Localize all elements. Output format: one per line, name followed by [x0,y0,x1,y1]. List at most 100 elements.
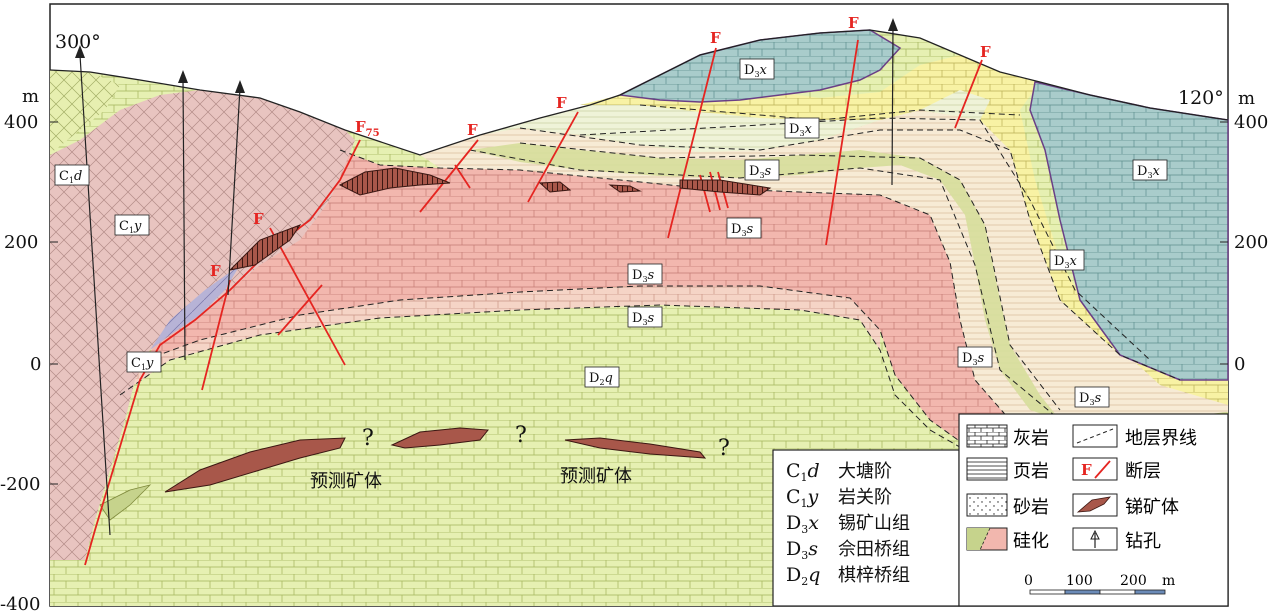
unit-right: m [1238,88,1255,109]
stratum-label-c1y: C1y [114,214,150,236]
fault-label-f75: F75 [355,118,380,139]
legend-shale: 页岩 [1013,461,1049,482]
c1d-unit [50,70,120,152]
stratum-label-d3s: D3s [957,346,993,368]
scale-200: 200 [1120,573,1147,589]
predicted-ore-label: 预测矿体 [310,471,382,492]
fault-5 [527,111,579,203]
legend-sandstone: 砂岩 [1013,497,1049,518]
legend-limestone-swatch [966,424,1008,448]
fault-label: F [556,94,567,112]
rtick-400: 400 [1234,112,1268,133]
stratum-label-d3x: D3x [784,117,820,139]
stratum-label-d3s: D3s [627,306,663,328]
svg-text:D3s: D3s [632,268,655,284]
svg-text:D3s: D3s [962,351,985,367]
question-mark: ? [362,426,374,451]
svg-text:棋梓桥组: 棋梓桥组 [838,565,910,586]
scale-unit: m [1162,573,1175,589]
svg-text:D2q: D2q [589,371,613,387]
fault-1 [269,227,346,366]
fault-label: F [210,262,221,280]
svg-text:锡矿山组: 锡矿山组 [838,513,910,534]
svg-text:C1y: C1y [119,219,142,235]
stratum-label-d2q: D2q [584,366,620,388]
svg-text:D3s: D3s [786,538,818,562]
svg-text:岩关阶: 岩关阶 [838,487,892,508]
svg-text:D3x: D3x [744,63,768,79]
fault-label: F [253,210,264,228]
legend-fault: 断层 [1125,461,1161,482]
unit-left: m [22,86,39,107]
legend-boundary-swatch [1072,424,1118,448]
fault-label: F [848,14,859,32]
predicted-ore-bodies [164,427,707,493]
legend-limestone: 灰岩 [1013,428,1049,449]
svg-text:大塘阶: 大塘阶 [838,461,892,482]
d3x-shale-band [480,90,990,152]
stratum-label-d3s: D3s [744,159,780,181]
tick-200: 200 [4,232,38,253]
svg-text:D3s: D3s [632,311,655,327]
legend-stratum-row: D3s 佘田桥组 [786,538,910,562]
fault-4 [419,139,479,213]
tick-neg200: -200 [0,474,40,495]
legend-drill: 钻孔 [1125,531,1161,552]
fault-2 [201,279,231,391]
question-mark: ? [515,423,527,448]
legend-fault-swatch: F [1072,457,1118,481]
svg-text:D3s: D3s [731,222,754,238]
d3s-light-band [120,286,880,395]
stratum-labels: C1dC1yC1yD3xD3xD3xD3xD3sD3sD3sD3sD3sD3sD… [54,58,1168,408]
tick-neg400: -400 [0,594,40,612]
svg-text:D3s: D3s [749,164,772,180]
scale-100: 100 [1066,573,1093,589]
bearing-left: 300° [55,31,101,53]
scale-0: 0 [1024,573,1033,589]
fault-7 [825,39,859,246]
legend-stratum-row: D3x 锡矿山组 [786,512,910,536]
bearing-right: 120° [1178,87,1224,109]
svg-text:佘田桥组: 佘田桥组 [838,539,910,560]
tick-400: 400 [4,112,38,133]
svg-text:C1y: C1y [786,486,819,510]
legend-silicification-swatch [966,527,1008,551]
stratum-boundaries [119,104,1181,451]
fault-8 [954,59,983,129]
ore-bodies [228,167,772,271]
legend-sandstone-swatch [966,493,1008,517]
svg-text:C1d: C1d [59,169,82,185]
stratum-label-d3x: D3x [1132,159,1168,181]
stratum-label-d3s: D3s [726,217,762,239]
d3s-pink-band [145,150,1040,450]
legend-ore: 锑矿体 [1125,497,1179,518]
stratum-label-c1y: C1y [126,351,162,373]
predicted-ore-label: 预测矿体 [560,466,632,487]
stratum-label-d3x: D3x [1049,249,1085,271]
legend-silicification: 硅化 [1013,531,1049,552]
legend-shale-swatch [966,457,1008,481]
c1y-unit [50,90,355,560]
svg-text:D3x: D3x [786,512,819,536]
drill-hole-arrows [75,18,898,93]
fault-label: F [980,43,991,61]
fault-label: F [710,29,721,47]
fault-label: F [467,121,478,139]
legend-fault-glyph: F [1081,461,1092,479]
stratum-label-d3s: D3s [1074,386,1110,408]
svg-text:D3s: D3s [1079,391,1102,407]
question-mark: ? [718,436,730,461]
legend-stratum-row: C1y 岩关阶 [786,486,892,510]
axis-ticks [50,121,1228,485]
d3s-upper-band [420,110,1228,440]
legend-drill-swatch [1072,527,1118,551]
surface-line [49,29,1229,156]
svg-text:C1y: C1y [131,356,154,372]
svg-text:D3x: D3x [789,122,813,138]
legend-boundary: 地层界线 [1125,428,1197,449]
